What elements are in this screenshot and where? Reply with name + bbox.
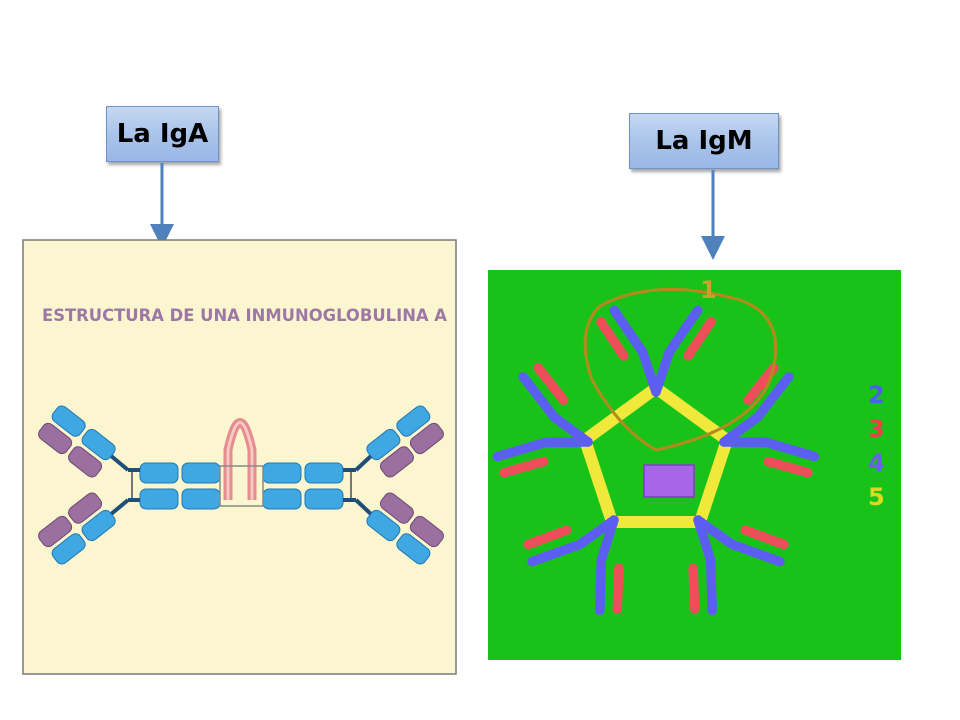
igm-j-chain <box>643 464 695 498</box>
igm-structure-panel: 1 2 3 4 5 <box>488 270 901 660</box>
iga-panel-title: ESTRUCTURA DE UNA INMUNOGLOBULINA A <box>42 306 448 326</box>
ring-number-2: 2 <box>868 381 885 409</box>
ring-number-4: 4 <box>868 449 885 477</box>
iga-fc-region-left <box>128 462 221 510</box>
ring-number-3: 3 <box>868 415 885 443</box>
igm-monomer-outline <box>583 287 778 452</box>
ring-number-1: 1 <box>700 276 717 304</box>
label-igm: La IgM <box>629 113 779 169</box>
label-iga: La IgA <box>106 106 219 162</box>
ring-number-5: 5 <box>868 483 885 511</box>
iga-structure-panel: ESTRUCTURA DE UNA INMUNOGLOBULINA A <box>22 239 457 675</box>
